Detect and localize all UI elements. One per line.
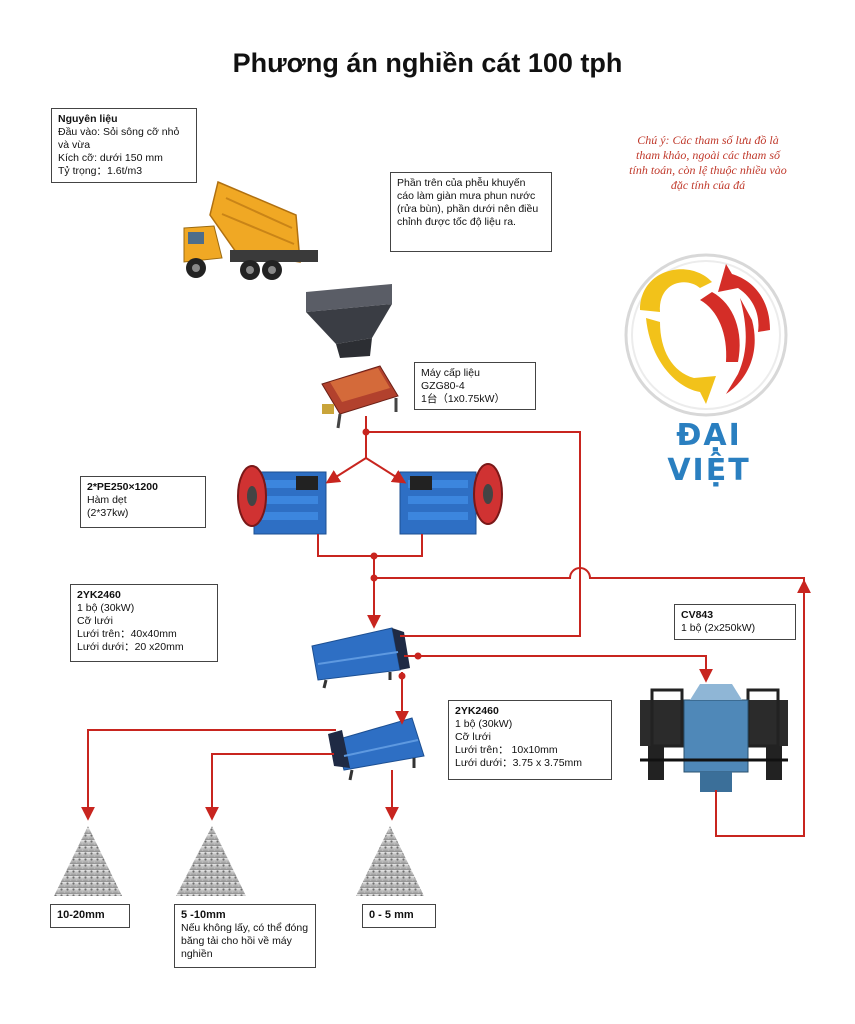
sand-pile-0-5-icon xyxy=(356,826,424,896)
jaw-crusher-name: Hàm dẹt xyxy=(87,494,127,506)
screen2-upper: Lưới trên： 10x10mm xyxy=(455,744,558,756)
vsi-crusher-icon xyxy=(640,684,788,792)
jaw-crusher-power: (2*37kw) xyxy=(87,507,129,519)
screen2-qty: 1 bộ (30kW) xyxy=(455,718,513,730)
product-10-20-label: 10-20mm xyxy=(50,904,130,928)
feeder-name: Máy cấp liệu xyxy=(421,367,480,379)
screen1-qty: 1 bộ (30kW) xyxy=(77,602,135,614)
vibrating-screen-1-icon xyxy=(311,627,410,689)
screen1-model: 2YK2460 xyxy=(77,589,121,601)
flow-lines xyxy=(81,416,811,837)
raw-material-input: Đầu vào: Sỏi sông cỡ nhỏ và vừa xyxy=(58,126,180,151)
raw-material-size: Kích cỡ: dưới 150 mm xyxy=(58,152,163,164)
vibrating-feeder-icon xyxy=(321,365,399,429)
screen2-box: 2YK2460 1 bộ (30kW) Cỡ lưới Lưới trên： 1… xyxy=(448,700,612,780)
product-10-20-size: 10-20mm xyxy=(57,909,105,921)
hopper-note-box: Phần trên của phễu khuyến cáo làm giàn m… xyxy=(390,172,552,252)
product-5-10-box: 5 -10mm Nếu không lấy, có thể đóng băng … xyxy=(174,904,316,968)
screen1-mesh: Cỡ lưới xyxy=(77,615,113,627)
dai-viet-logo-icon xyxy=(624,253,788,417)
raw-material-density: Tỷ trọng：1.6t/m3 xyxy=(58,165,143,177)
sand-pile-10-20-icon xyxy=(54,826,122,896)
vibrating-screen-2-icon xyxy=(328,717,425,781)
sand-pile-5-10-icon xyxy=(176,826,246,896)
hopper-icon xyxy=(306,284,392,358)
product-5-10-note: Nếu không lấy, có thể đóng băng tải cho … xyxy=(181,922,309,960)
vsi-box: CV843 1 bộ (2x250kW) xyxy=(674,604,796,640)
dump-truck-icon xyxy=(183,180,318,280)
jaw-crusher-right-icon xyxy=(399,463,503,535)
hopper-note-text: Phần trên của phễu khuyến cáo làm giàn m… xyxy=(397,177,539,228)
product-5-10-size: 5 -10mm xyxy=(181,909,226,921)
jaw-crusher-left-icon xyxy=(237,465,327,535)
vsi-model: CV843 xyxy=(681,609,714,621)
feeder-spec: 1台（1x0.75kW） xyxy=(421,393,506,405)
jaw-crusher-box: 2*PE250×1200 Hàm dẹt (2*37kw) xyxy=(80,476,206,528)
brand-name: ĐẠI VIỆT xyxy=(667,418,751,488)
feeder-box: Máy cấp liệu GZG80-4 1台（1x0.75kW） xyxy=(414,362,536,410)
screen1-box: 2YK2460 1 bộ (30kW) Cỡ lưới Lưới trên：40… xyxy=(70,584,218,662)
screen1-lower: Lưới dưới：20 x20mm xyxy=(77,641,184,653)
vsi-qty: 1 bộ (2x250kW) xyxy=(681,622,756,634)
screen2-mesh: Cỡ lưới xyxy=(455,731,491,743)
product-0-5-label: 0 - 5 mm xyxy=(362,904,436,928)
raw-material-heading: Nguyên liệu xyxy=(58,113,118,125)
screen1-upper: Lưới trên：40x40mm xyxy=(77,628,177,640)
flow-nodes xyxy=(362,428,422,680)
screen2-model: 2YK2460 xyxy=(455,705,499,717)
screen2-lower: Lưới dưới：3.75 x 3.75mm xyxy=(455,757,583,769)
jaw-crusher-model: 2*PE250×1200 xyxy=(87,481,158,493)
product-0-5-size: 0 - 5 mm xyxy=(369,909,414,921)
raw-material-box: Nguyên liệu Đầu vào: Sỏi sông cỡ nhỏ và … xyxy=(51,108,197,183)
feeder-model: GZG80-4 xyxy=(421,380,465,392)
disclaimer-note: Chú ý: Các tham số lưu đồ là tham khảo, … xyxy=(629,133,787,192)
page-title: Phương án nghiền cát 100 tph xyxy=(232,48,623,78)
